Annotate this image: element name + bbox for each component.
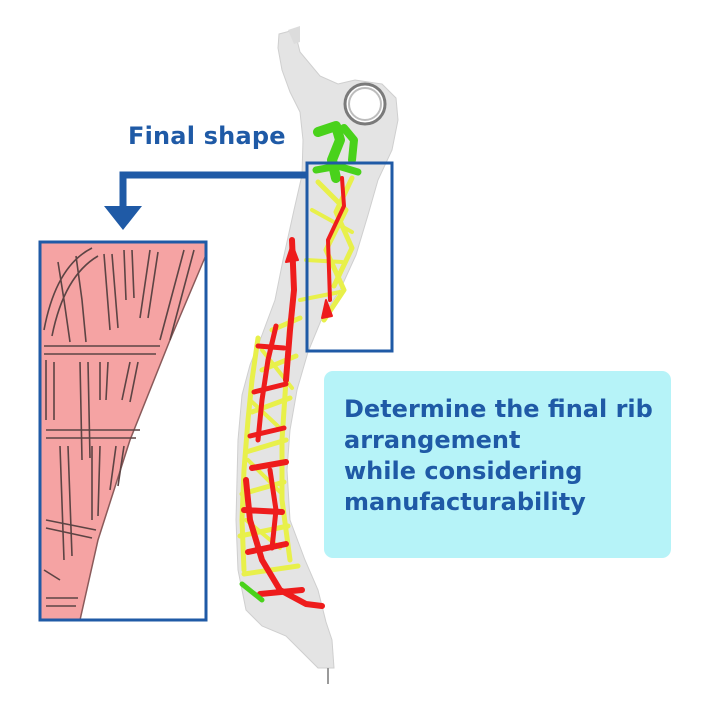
final-shape-label: Final shape xyxy=(128,122,286,150)
callout-arrow-shaft xyxy=(119,171,307,208)
note-box: Determine the final rib arrangement whil… xyxy=(324,371,671,558)
note-line: arrangement xyxy=(344,426,521,454)
mounting-hole xyxy=(343,82,387,126)
part-top-tab xyxy=(288,26,300,44)
note-line: manufacturability xyxy=(344,488,586,516)
callout-arrow-head xyxy=(104,206,142,230)
optimized-ribs xyxy=(237,121,362,609)
final-shape-frame xyxy=(38,240,208,622)
final-shape-zoom xyxy=(38,240,208,622)
focus-region-box xyxy=(305,161,394,353)
final-shape-body xyxy=(40,242,206,620)
note-line: Determine the final rib xyxy=(344,395,653,423)
note-line: while considering xyxy=(344,457,583,485)
